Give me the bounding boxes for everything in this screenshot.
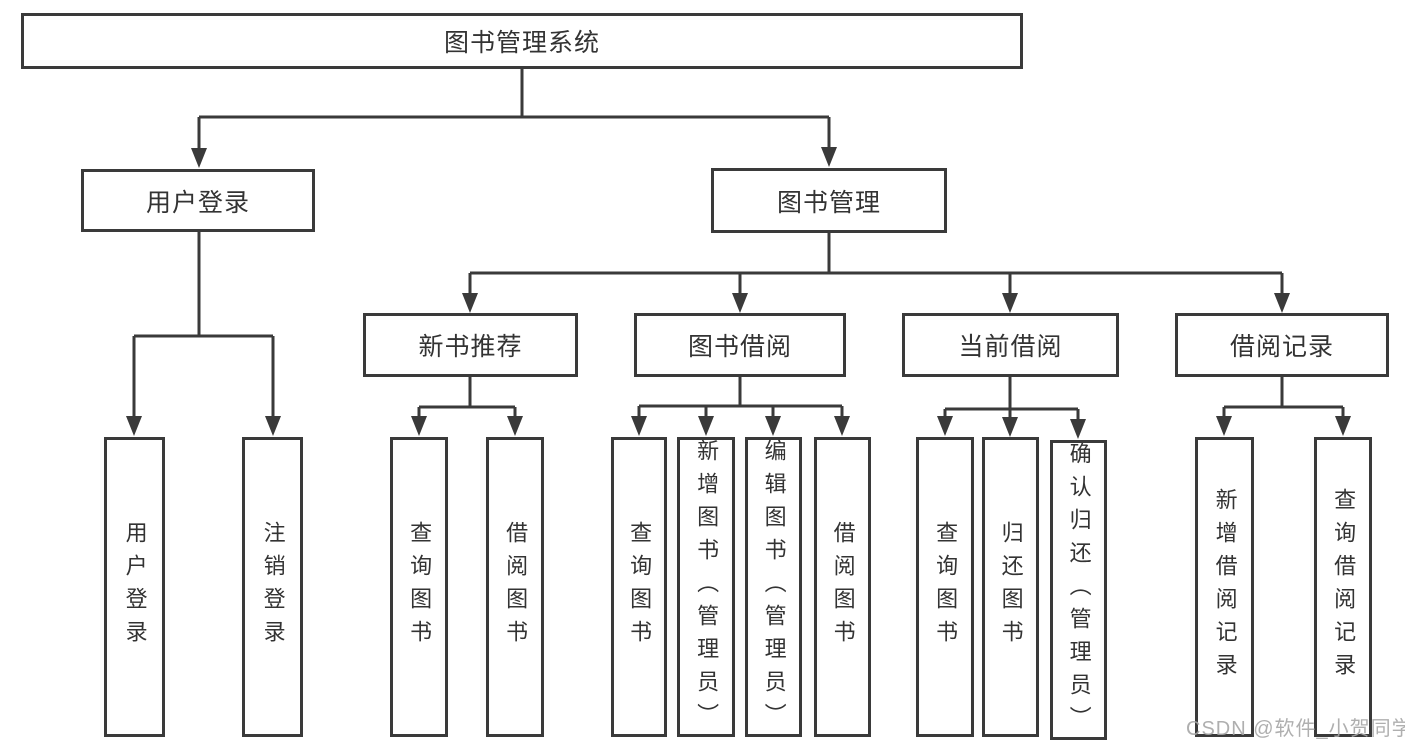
node-label: 注销登录 (260, 521, 286, 653)
leaf-confirm-return-admin: 确认归还（管理员） (1050, 440, 1107, 740)
connector-book-borrowing (631, 377, 850, 436)
connector-borrowing-records (1216, 377, 1351, 436)
node-label: 图书借阅 (687, 333, 792, 361)
node-label: 用户登录 (122, 521, 148, 653)
node-label: 新增图书（管理员） (694, 438, 720, 736)
leaf-query-borrow-record: 查询借阅记录 (1314, 437, 1372, 737)
connector-book-management (462, 233, 1290, 313)
leaf-user-login: 用户登录 (104, 437, 165, 737)
leaf-logout: 注销登录 (242, 437, 303, 737)
node-label: 用户登录 (145, 188, 250, 217)
node-book-borrowing: 图书借阅 (634, 313, 846, 377)
arrowhead (732, 293, 748, 313)
arrowhead (1002, 293, 1018, 313)
node-library-system: 图书管理系统 (21, 13, 1023, 69)
leaf-return-book: 归还图书 (982, 437, 1039, 737)
arrowhead (411, 416, 427, 436)
node-label: 查询借阅记录 (1331, 488, 1357, 686)
leaf-edit-book-admin: 编辑图书（管理员） (745, 437, 802, 737)
arrowhead (507, 416, 523, 436)
node-label: 归还图书 (998, 521, 1024, 653)
node-user-login: 用户登录 (81, 169, 315, 232)
leaf-query-book-current: 查询图书 (916, 437, 974, 737)
node-label: 借阅图书 (503, 521, 529, 653)
arrowhead (834, 416, 850, 436)
arrowhead (1002, 417, 1018, 437)
arrowhead (1216, 416, 1232, 436)
arrowhead (765, 416, 781, 436)
node-label: 当前借阅 (958, 333, 1063, 361)
node-label: 借阅图书 (830, 521, 856, 653)
leaf-borrow-book-recommend: 借阅图书 (486, 437, 544, 737)
node-label: 查询图书 (627, 521, 653, 653)
arrowhead (191, 148, 207, 168)
node-current-borrowing: 当前借阅 (902, 313, 1119, 377)
arrowhead (462, 293, 478, 313)
arrowhead (126, 416, 142, 436)
node-label: 新书推荐 (418, 333, 523, 361)
connector-user-login (126, 232, 281, 436)
node-label: 查询图书 (407, 521, 433, 653)
arrowhead (1335, 416, 1351, 436)
node-book-management: 图书管理 (711, 168, 947, 233)
node-label: 新增借阅记录 (1212, 488, 1238, 686)
arrowhead (937, 416, 953, 436)
csdn-watermark: CSDN @软件_小贺同学 (1186, 718, 1405, 740)
connector-root (191, 69, 837, 168)
node-label: 查询图书 (933, 521, 959, 653)
leaf-query-book-borrowing: 查询图书 (611, 437, 667, 737)
node-label: 确认归还（管理员） (1066, 441, 1092, 739)
leaf-add-borrow-record: 新增借阅记录 (1195, 437, 1254, 737)
leaf-query-book-recommend: 查询图书 (390, 437, 448, 737)
connector-new-book-recommend (411, 377, 523, 436)
arrowhead (265, 416, 281, 436)
leaf-borrow-book-borrowing: 借阅图书 (814, 437, 871, 737)
connector-current-borrowing (937, 377, 1086, 439)
node-borrowing-records: 借阅记录 (1175, 313, 1389, 377)
arrowhead (1070, 419, 1086, 439)
leaf-add-book-admin: 新增图书（管理员） (677, 437, 735, 737)
node-new-book-recommend: 新书推荐 (363, 313, 578, 377)
node-label: 图书管理 (776, 188, 881, 217)
arrowhead (698, 416, 714, 436)
arrowhead (821, 147, 837, 167)
node-label: 借阅记录 (1229, 333, 1334, 361)
node-label: 编辑图书（管理员） (761, 438, 787, 736)
arrowhead (1274, 293, 1290, 313)
arrowhead (631, 416, 647, 436)
node-label: 图书管理系统 (443, 29, 600, 57)
